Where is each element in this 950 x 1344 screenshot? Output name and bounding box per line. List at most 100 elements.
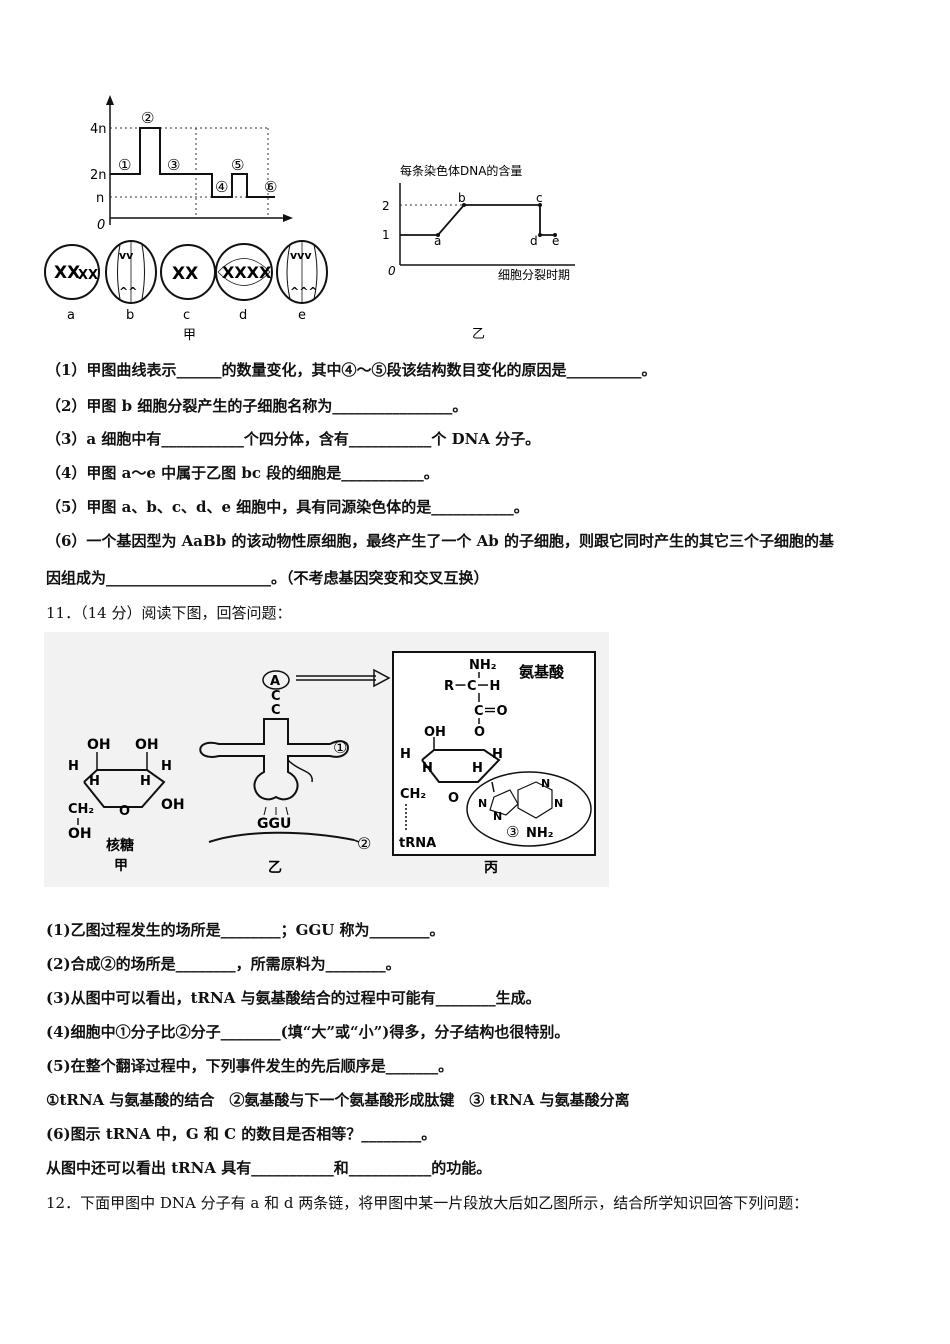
svg-text:N: N	[554, 797, 563, 810]
yi-point-label: a	[434, 234, 441, 248]
yi-point-label: d	[530, 234, 538, 248]
jia-seg: ①	[118, 156, 131, 174]
mark-2: ②	[357, 834, 371, 853]
q11-line-7: (6)图示 tRNA 中，G 和 C 的数目是否相等？________。	[46, 1125, 437, 1143]
svg-text:vv: vv	[119, 249, 134, 262]
yi-point	[436, 233, 440, 237]
yi-series-line	[400, 204, 555, 236]
cell-label: d	[239, 308, 247, 323]
svg-text:XX: XX	[172, 264, 198, 284]
svg-text:H: H	[492, 747, 503, 762]
jia-ytick: n	[96, 191, 104, 206]
svg-text:H: H	[422, 761, 433, 776]
svg-text:C＝O: C＝O	[474, 704, 508, 719]
figure-yi-dna-chart: 每条染色体DNA的含量 2 1 0 细胞分裂时期 a b c d e 乙	[382, 163, 575, 342]
cell-label: e	[298, 308, 306, 323]
svg-text:vvv: vvv	[290, 249, 312, 262]
svg-text:OH: OH	[424, 725, 446, 740]
q11-line-6: ①tRNA 与氨基酸的结合 ②氨基酸与下一个氨基酸形成肽键 ③ tRNA 与氨基…	[46, 1091, 630, 1109]
trna-cloverleaf: A C C GGU ① ② 乙	[199, 668, 391, 876]
svg-text:N: N	[541, 777, 550, 790]
jia-origin: 0	[97, 218, 105, 233]
q11-line-2: (2)合成②的场所是________，所需原料为________。	[46, 955, 401, 973]
svg-text:NH₂: NH₂	[526, 826, 553, 841]
svg-text:^^: ^^	[119, 285, 137, 298]
mark-3: ③	[506, 823, 519, 841]
ribose-name: 核糖	[106, 837, 134, 854]
svg-text:CH₂: CH₂	[68, 802, 94, 817]
svg-text:O: O	[448, 791, 459, 806]
yi-point-label: e	[552, 234, 559, 248]
svg-text:^^^: ^^^	[290, 285, 318, 298]
q11-line-8: 从图中还可以看出 tRNA 具有___________和___________的…	[46, 1159, 492, 1177]
q12-heading: 12．下面甲图中 DNA 分子有 a 和 d 两条链，将甲图中某一片段放大后如乙…	[46, 1194, 809, 1212]
mark-1: ①	[333, 738, 347, 757]
aminoacyl-trna-box: NH₂ R－C－H 氨基酸 C＝O O OH H H H H CH₂ O tRN…	[392, 651, 596, 876]
cell-b: vv ^^	[105, 240, 157, 304]
yi-point	[462, 203, 466, 207]
svg-text:H: H	[140, 774, 151, 789]
jia-seg: ②	[141, 109, 154, 127]
jia-ytick: 2n	[90, 168, 107, 183]
cell-a: XX XX	[44, 244, 100, 300]
yi-point	[553, 233, 557, 237]
jia-ytick: 4n	[90, 122, 107, 137]
svg-text:C: C	[271, 689, 281, 704]
amino-acid-label: 氨基酸	[519, 663, 565, 681]
cell-c: XX	[160, 244, 216, 300]
svg-text:A: A	[270, 674, 280, 689]
yi-ytick: 1	[382, 228, 390, 242]
svg-text:OH: OH	[87, 737, 111, 753]
cell-label: b	[126, 308, 134, 323]
q10-line-5: （5）甲图 a、b、c、d、e 细胞中，具有同源染色体的是___________…	[46, 498, 529, 516]
cell-label: c	[183, 308, 190, 323]
ribose-structure: OH OH H H H H CH₂ O OH OH 核糖 甲	[68, 737, 185, 874]
yi-point-label: b	[458, 191, 466, 205]
svg-text:R－C－H: R－C－H	[444, 679, 500, 694]
svg-text:NH₂: NH₂	[469, 658, 496, 673]
q11-heading: 11．（14 分）阅读下图，回答问题：	[46, 604, 292, 622]
cell-e: vvv ^^^	[276, 240, 328, 304]
svg-text:O: O	[119, 804, 130, 819]
q10-line-2: （2）甲图 b 细胞分裂产生的子细胞名称为________________。	[46, 397, 468, 415]
q10-line-7: 因组成为______________________。（不考虑基因突变和交叉互换…	[46, 569, 489, 587]
svg-text:XX: XX	[54, 263, 80, 283]
svg-text:H: H	[472, 761, 483, 776]
yi-ytick: 2	[382, 199, 390, 213]
svg-text:N: N	[493, 810, 502, 823]
yi-xlabel: 细胞分裂时期	[498, 268, 570, 282]
q11-line-5: (5)在整个翻译过程中，下列事件发生的先后顺序是_______。	[46, 1057, 454, 1075]
figure-caption: 甲	[183, 328, 196, 343]
q11-line-1: (1)乙图过程发生的场所是________；GGU 称为________。	[46, 921, 445, 939]
svg-text:H: H	[161, 759, 172, 774]
jia-seg: ③	[167, 156, 180, 174]
q10-line-6: （6）一个基因型为 AaBb 的该动物性原细胞，最终产生了一个 Ab 的子细胞，…	[46, 532, 834, 550]
q11-line-4: (4)细胞中①分子比②分子________(填“大”或“小”)得多，分子结构也很…	[46, 1023, 570, 1041]
q10-line-3: （3）a 细胞中有___________个四分体，含有___________个 …	[46, 430, 541, 448]
figure-trna: OH OH H H H H CH₂ O OH OH 核糖 甲 A C C GGU…	[44, 632, 609, 887]
svg-text:C: C	[271, 703, 281, 718]
jia-seg: ④	[215, 178, 228, 196]
yi-point	[538, 203, 542, 207]
svg-text:CH₂: CH₂	[400, 787, 426, 802]
cell-d: XXXX	[215, 243, 273, 301]
svg-text:H: H	[68, 759, 79, 774]
figure-caption: 丙	[484, 860, 498, 876]
svg-text:XXXX: XXXX	[222, 263, 272, 282]
yi-point	[538, 233, 542, 237]
jia-seg: ⑤	[231, 156, 244, 174]
q10-line-4: （4）甲图 a～e 中属于乙图 bc 段的细胞是___________。	[46, 464, 439, 482]
svg-text:XX: XX	[78, 268, 98, 283]
yi-origin: 0	[388, 264, 396, 278]
q11-line-3: (3)从图中可以看出，tRNA 与氨基酸结合的过程中可能有________生成。	[46, 989, 541, 1007]
yi-point-label: c	[536, 191, 543, 205]
svg-text:H: H	[89, 774, 100, 789]
figure-jia-chromosome-graph: 4n 2n n 0 ① ② ③ ④ ⑤ ⑥ XX XX vv ^^ XX XXX…	[44, 95, 328, 343]
svg-text:H: H	[400, 747, 411, 762]
trna-label: tRNA	[399, 836, 436, 851]
svg-text:OH: OH	[135, 737, 159, 753]
svg-text:N: N	[478, 797, 487, 810]
svg-text:OH: OH	[161, 797, 185, 813]
anticodon: GGU	[257, 816, 291, 832]
figure-caption: 甲	[114, 858, 128, 874]
